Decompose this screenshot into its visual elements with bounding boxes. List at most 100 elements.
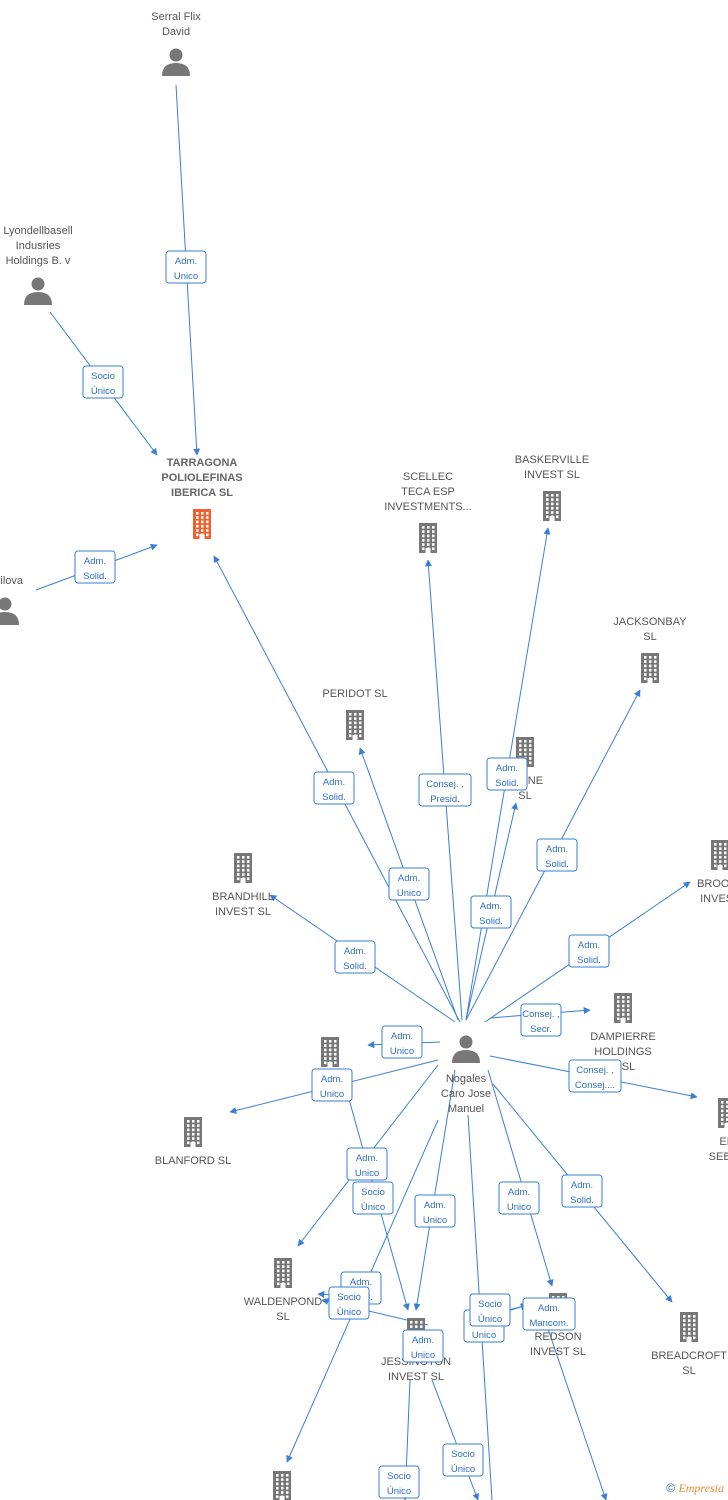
edge-label-text: Presid. <box>430 794 460 805</box>
building-icon <box>419 523 437 553</box>
edge-label-text: Unico <box>174 271 198 282</box>
edge-17 <box>413 1069 456 1311</box>
edge-label-18[interactable]: Adm. Unico <box>498 1181 540 1215</box>
node-label: TARRAGONA <box>167 457 238 469</box>
edge-label-text: Mancom. <box>529 1318 568 1329</box>
person-icon <box>452 1035 480 1063</box>
edge-label-text: Solid. <box>545 859 569 870</box>
edge-label-9[interactable]: Adm. Solid. <box>568 934 610 968</box>
edge-label-3[interactable]: Adm.Solid. <box>313 771 355 805</box>
edge-label-text: Adm. <box>546 844 568 855</box>
edge-label-text: Adm. <box>508 1187 530 1198</box>
edge-label-4[interactable]: Consej. ,Presid. <box>418 773 472 807</box>
edge-label-11[interactable]: Consej. ,Secr. <box>520 1003 562 1037</box>
building-icon <box>711 840 728 870</box>
building-icon <box>543 491 561 521</box>
node-label: Caro Jose <box>441 1088 491 1100</box>
node-label: SL <box>643 631 656 643</box>
edge-label-text: Adm. <box>480 901 502 912</box>
node-label: INVEST SL <box>215 906 271 918</box>
edge-label-text: Unico <box>507 1202 531 1213</box>
edge-label-6[interactable]: Adm. Solid. <box>536 838 578 872</box>
building-icon <box>184 1117 202 1147</box>
node-peridot[interactable]: PERIDOT SL <box>322 688 388 740</box>
node-label: SL <box>276 1311 289 1323</box>
edge-label-text: Adm. <box>412 1335 434 1346</box>
node-label: Manuel <box>448 1103 484 1115</box>
edge-label-text: Adm. <box>391 1031 413 1042</box>
edge-label-22[interactable]: Adm.Unico <box>402 1329 444 1363</box>
edge-label-text: Adm. <box>350 1277 372 1288</box>
edge-label-text: Adm. <box>578 940 600 951</box>
edge-label-13[interactable]: Consej. , Consej.... <box>568 1059 622 1093</box>
edge-label-text: Solid. <box>577 955 601 966</box>
edge-label-text: Adm. <box>175 256 197 267</box>
brand-logo[interactable]: Empresia <box>678 1481 724 1495</box>
edge-label-text: Socio <box>337 1292 361 1303</box>
edge-label-text: Consej. , <box>576 1065 614 1076</box>
edge-label-text: Único <box>387 1486 411 1497</box>
node-label: REDSON <box>534 1331 581 1343</box>
edge-label-text: Único <box>451 1464 475 1475</box>
node-label: HOLDINGS <box>594 1046 651 1058</box>
edge-label-text: Solid. <box>322 792 346 803</box>
edge-label-text: Socio <box>361 1187 385 1198</box>
building-icon <box>321 1037 339 1067</box>
node-bottom[interactable] <box>273 1471 291 1500</box>
edge-label-text: Unico <box>423 1215 447 1226</box>
edge-label-text: Adm. <box>344 946 366 957</box>
node-label: Nogales <box>446 1073 487 1085</box>
node-er[interactable]: ERSEBAS <box>709 1098 728 1163</box>
edge-label-8[interactable]: Adm.Solid. <box>470 895 512 929</box>
node-label: IBERICA SL <box>171 487 233 499</box>
edge-label-text: Consej.... <box>575 1080 615 1091</box>
edge-label-0[interactable]: Adm. Unico <box>165 250 207 284</box>
edge-25 <box>544 1319 608 1500</box>
person-icon <box>162 48 190 76</box>
node-label: INVEST <box>700 893 728 905</box>
edge-label-text: Único <box>361 1202 385 1213</box>
building-icon <box>680 1312 698 1342</box>
node-label: SL <box>518 790 531 802</box>
node-sirilova[interactable]: Sirilova <box>0 575 24 625</box>
node-label: INVEST SL <box>530 1346 586 1358</box>
node-blanford[interactable]: BLANFORD SL <box>155 1117 231 1167</box>
edge-label-25[interactable]: Adm.Mancom. <box>522 1297 576 1331</box>
node-label: SEBAS <box>709 1151 728 1163</box>
edge-label-17[interactable]: Adm.Unico <box>414 1194 456 1228</box>
edge-label-5[interactable]: Adm.Solid. <box>486 757 528 791</box>
node-label: TECA ESP <box>401 486 455 498</box>
node-label: INVESTMENTS... <box>384 501 471 513</box>
edge-label-15[interactable]: Adm.Unico <box>346 1147 388 1181</box>
building-icon <box>641 653 659 683</box>
edge-label-14[interactable]: Adm.Unico <box>311 1068 353 1102</box>
node-label: BROOKL <box>697 878 728 890</box>
edge-label-7[interactable]: Adm.Unico <box>388 867 430 901</box>
edge-label-text: Único <box>478 1314 502 1325</box>
edge-label-10[interactable]: Adm.Solid. <box>334 940 376 974</box>
edge-label-text: Unico <box>320 1089 344 1100</box>
node-brookl[interactable]: BROOKL INVEST <box>697 840 728 905</box>
edge-label-2[interactable]: Adm.Solid. <box>74 550 116 584</box>
edge-label-19[interactable]: Adm.Solid. <box>561 1174 603 1208</box>
building-icon <box>193 509 211 539</box>
edge-label-12[interactable]: Adm.Unico <box>381 1025 423 1059</box>
footer-credit: © Empresia <box>666 1481 724 1496</box>
